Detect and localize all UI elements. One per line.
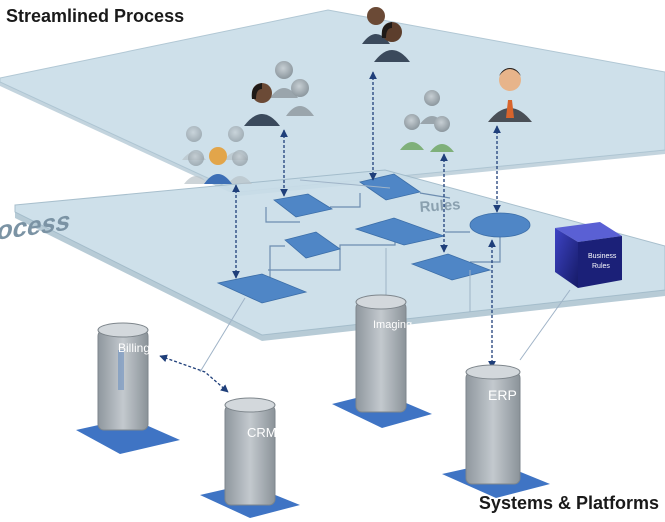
server-imaging: Imaging [332,294,432,428]
server-erp: ERP [442,364,550,498]
rules-label: Rules [419,196,461,216]
server-billing: Billing [76,322,180,454]
process-layer-label: Process [0,205,74,249]
rules-decision-shape [469,212,531,238]
streamlined-process-plane [0,9,665,193]
server-erp-label: ERP [488,387,517,403]
server-billing-label: Billing [118,341,150,355]
server-imaging-label: Imaging [373,319,412,331]
server-crm: CRM [200,397,300,518]
business-rules-cube: Business Rules [555,222,622,288]
people-pair-icon [362,7,410,62]
process-step-shape [273,193,334,218]
bottom-layer-title: Systems & Platforms [478,493,659,513]
business-rules-label-line2: Rules [592,263,610,270]
process-step-shape [216,273,308,304]
top-layer-title: Streamlined Process [6,6,185,26]
business-rules-label-line1: Business [588,253,617,260]
person-icon [488,68,532,122]
layer-link-arrows [159,71,501,393]
people-group-icon [182,126,252,184]
process-step-shape [284,231,341,259]
arrow-billing-crm [159,354,229,393]
people-pair-icon [244,61,314,126]
people-group-icon [400,90,454,152]
server-crm-label: CRM [247,425,277,440]
